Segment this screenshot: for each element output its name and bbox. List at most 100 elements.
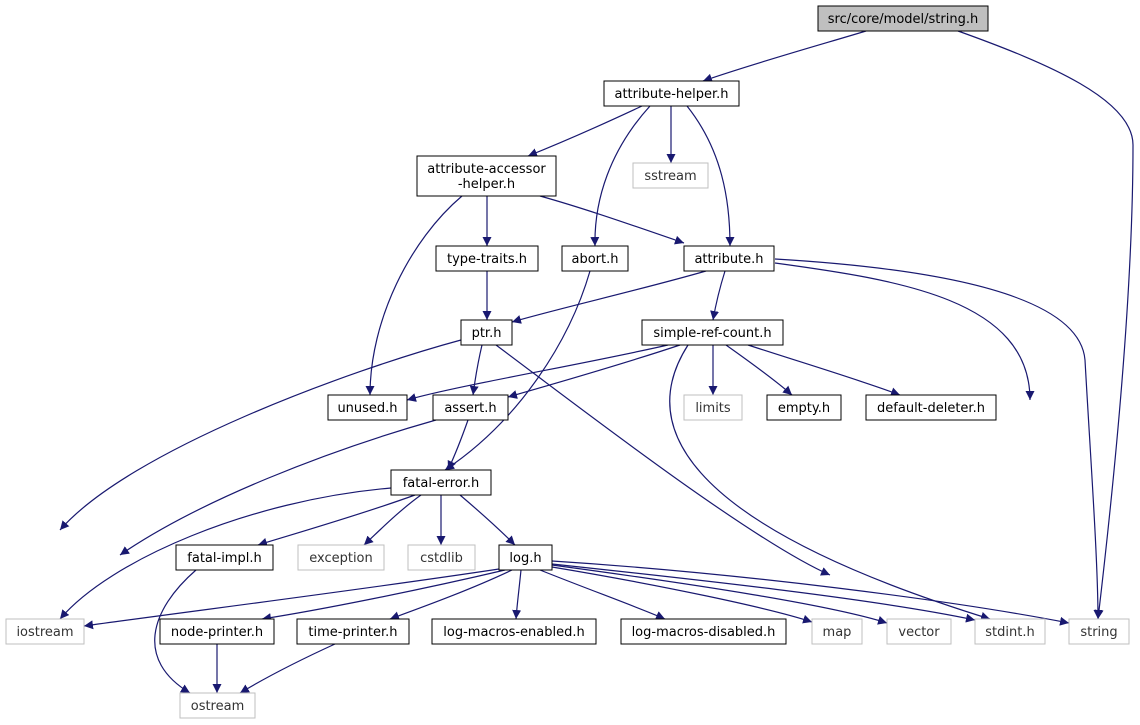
node-box — [811, 618, 863, 645]
node-box — [498, 544, 553, 571]
edge-ptr-to-assert — [469, 344, 483, 396]
edge-attribute-helper-to-abort — [590, 105, 651, 247]
node-simple-ref-count[interactable]: simple-ref-count.h — [641, 319, 784, 346]
node-box — [179, 692, 256, 719]
edge-attribute-to-string — [774, 258, 1103, 620]
edge-root-to-attribute-helper — [702, 30, 867, 83]
edge-assert-to-fatal-error — [447, 419, 469, 471]
node-box — [390, 469, 492, 496]
node-assert[interactable]: assert.h — [432, 394, 509, 421]
nodes-layer: src/core/model/string.h attribute-helper.… — [5, 5, 1130, 719]
node-label: string — [1080, 625, 1117, 640]
node-log-macros-enabled[interactable]: log-macros-enabled.h — [431, 618, 597, 645]
node-label: log.h — [509, 551, 541, 566]
edge-simple-ref-count-to-assert — [507, 344, 681, 399]
edge-log-to-stdint — [551, 563, 976, 623]
node-label: fatal-impl.h — [187, 551, 261, 566]
edge-abort-to-fatal-error — [444, 270, 591, 471]
node-node-printer[interactable]: node-printer.h — [159, 618, 275, 645]
node-root[interactable]: src/core/model/string.h — [817, 5, 989, 32]
node-label: type-traits.h — [447, 252, 527, 267]
node-ostream: ostream — [179, 692, 256, 719]
edge-log-to-time-printer — [389, 569, 513, 621]
edge-ptr-to-iostream — [59, 339, 462, 531]
node-box — [817, 5, 989, 32]
node-label: node-printer.h — [171, 625, 263, 640]
node-box — [561, 245, 629, 272]
node-label: default-deleter.h — [877, 401, 985, 416]
edge-attribute-to-simple-ref-count — [710, 270, 726, 321]
edge-fatal-impl-to-ostream — [154, 569, 197, 694]
node-log[interactable]: log.h — [498, 544, 553, 571]
edge-attribute-helper-to-attribute-accessor-helper — [527, 105, 643, 157]
edge-simple-ref-count-to-unused — [406, 344, 669, 402]
edge-ptr-to-stdint — [495, 344, 831, 576]
node-label: limits — [695, 401, 731, 416]
node-attribute-helper[interactable]: attribute-helper.h — [603, 80, 740, 107]
node-label: ptr.h — [472, 326, 502, 341]
node-box — [641, 319, 784, 346]
node-empty[interactable]: empty.h — [766, 394, 842, 421]
node-ptr[interactable]: ptr.h — [460, 319, 513, 346]
node-time-printer[interactable]: time-printer.h — [296, 618, 410, 645]
edge-time-printer-to-ostream — [239, 643, 336, 694]
node-abort[interactable]: abort.h — [561, 245, 629, 272]
node-map: map — [811, 618, 863, 645]
edge-assert-to-iostream — [119, 419, 437, 556]
edge-log-to-map — [551, 566, 813, 624]
node-sstream: sstream — [632, 162, 709, 189]
node-box — [620, 618, 787, 645]
node-box — [432, 394, 509, 421]
node-box — [5, 618, 85, 645]
node-unused[interactable]: unused.h — [327, 394, 408, 421]
edge-attribute-helper-to-attribute — [686, 105, 735, 247]
node-label: -helper.h — [458, 177, 515, 192]
node-box — [865, 394, 997, 421]
node-label: log-macros-enabled.h — [443, 625, 584, 640]
node-label: time-printer.h — [308, 625, 397, 640]
edge-attribute-to-ptr — [511, 270, 707, 324]
node-label: abort.h — [572, 252, 619, 267]
node-label: cstdlib — [420, 551, 463, 566]
node-box — [1068, 618, 1130, 645]
node-box — [175, 544, 274, 571]
node-fatal-error[interactable]: fatal-error.h — [390, 469, 492, 496]
node-label: unused.h — [337, 401, 397, 416]
node-log-macros-disabled[interactable]: log-macros-disabled.h — [620, 618, 787, 645]
edge-log-to-iostream — [83, 568, 500, 630]
edge-attribute-accessor-helper-to-attribute — [539, 195, 685, 245]
edge-log-to-log-macros-enabled — [512, 569, 522, 620]
edge-log-to-log-macros-disabled — [539, 569, 666, 620]
node-box — [632, 162, 709, 189]
node-box — [603, 80, 740, 107]
node-label: attribute.h — [694, 252, 763, 267]
edge-fatal-error-to-exception — [363, 494, 422, 546]
node-box — [460, 319, 513, 346]
node-attribute-accessor-helper[interactable]: attribute-accessor-helper.h — [416, 155, 557, 197]
node-label: simple-ref-count.h — [653, 326, 771, 341]
edge-simple-ref-count-to-empty — [725, 344, 793, 396]
node-label: stdint.h — [985, 625, 1034, 640]
node-default-deleter[interactable]: default-deleter.h — [865, 394, 997, 421]
edge-log-to-vector — [551, 564, 888, 625]
node-box — [416, 155, 557, 197]
node-fatal-impl[interactable]: fatal-impl.h — [175, 544, 274, 571]
node-box — [327, 394, 408, 421]
node-label: src/core/model/string.h — [828, 12, 978, 27]
edge-log-to-node-printer — [261, 569, 506, 623]
node-exception: exception — [297, 544, 385, 571]
node-type-traits[interactable]: type-traits.h — [435, 245, 539, 272]
node-box — [886, 618, 952, 645]
edge-fatal-error-to-fatal-impl — [257, 494, 416, 547]
node-box — [683, 394, 743, 421]
node-cstdlib: cstdlib — [407, 544, 476, 571]
node-label: iostream — [16, 625, 73, 640]
edge-attribute-to-stdint — [774, 262, 1035, 401]
node-box — [431, 618, 597, 645]
edges-layer — [59, 30, 1134, 694]
node-string: string — [1068, 618, 1130, 645]
node-label: ostream — [191, 699, 245, 714]
node-label: log-macros-disabled.h — [632, 625, 776, 640]
node-attribute[interactable]: attribute.h — [683, 245, 775, 272]
node-label: map — [823, 625, 852, 640]
